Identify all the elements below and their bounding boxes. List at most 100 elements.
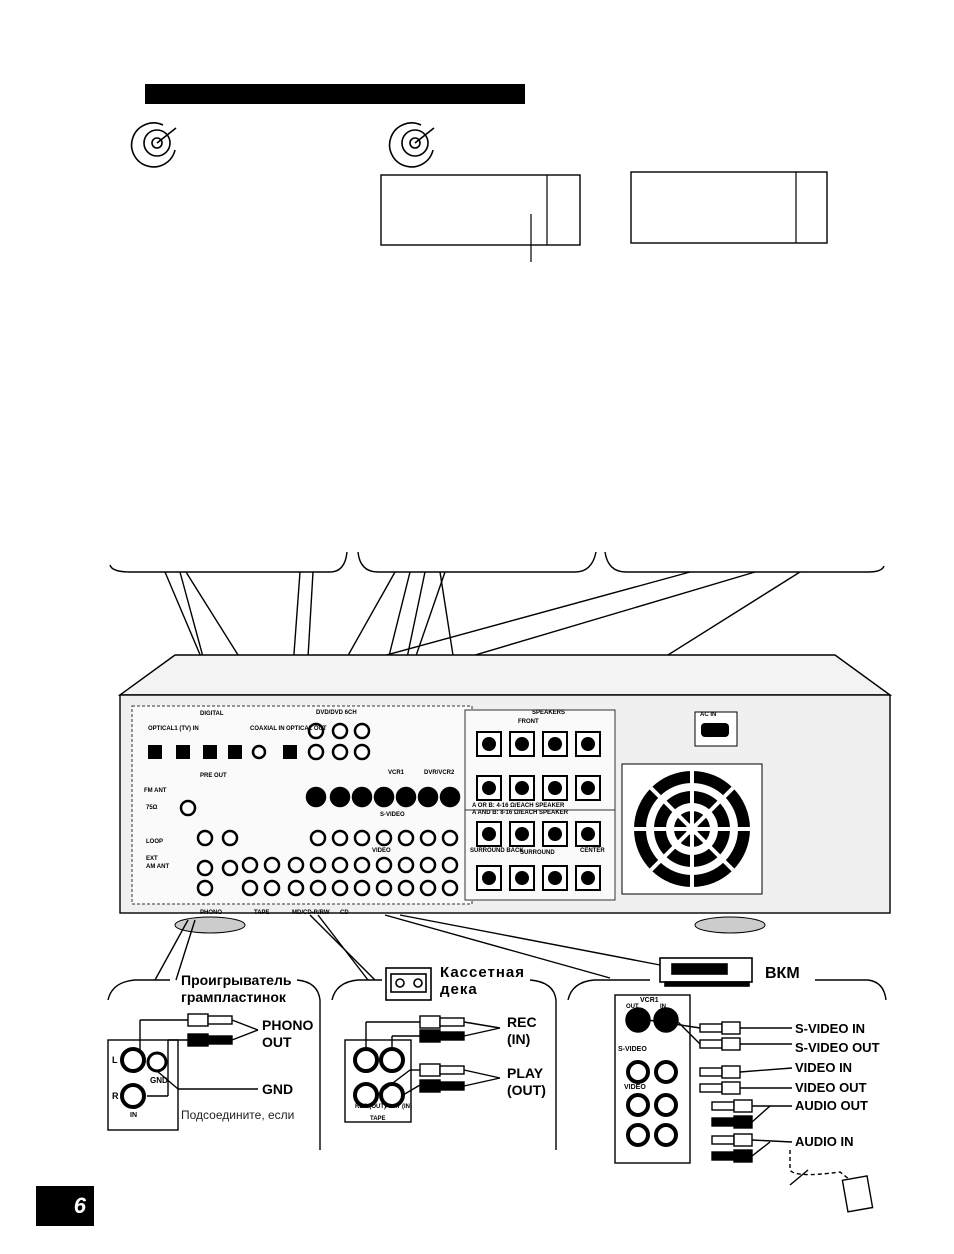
rca-jack [397,829,415,847]
audio-in-label: AUDIO IN [795,1134,854,1149]
rca-jack [397,856,415,874]
rca-jack [419,856,437,874]
label-vcr1: VCR1 [388,770,405,776]
rca-jack [331,879,349,897]
video-in-label: VIDEO IN [795,1060,853,1075]
label-cd: CD [340,910,349,916]
turntable-label: Проигрыватель грампластинок [181,972,292,1005]
speaker-terminal-knob [581,781,595,795]
rca-jack [287,879,305,897]
speaker-terminal-knob [581,737,595,751]
rca-jack [331,829,349,847]
rca-jack [373,786,395,808]
bottom-brace-lines [107,914,887,1150]
connect-note: Подсоедините, если [181,1108,295,1122]
rca-jack [375,829,393,847]
label-front-spk: FRONT [518,719,539,725]
tape-rec-out-small: REC (OUT) [355,1104,386,1110]
rca-jack [221,829,239,847]
vcr-video-small: VIDEO [624,1084,646,1091]
rca-jack [353,856,371,874]
rca-jack [307,743,325,761]
s-video-in-label: S-VIDEO IN [795,1021,866,1036]
label-phono: PHONO [200,910,223,916]
rca-jack [309,879,327,897]
speaker-terminal-knob [548,781,562,795]
label-md-cdr: MD/CD-R/RW [292,910,330,916]
label-ac-in: AC IN [700,712,717,718]
rca-jack [241,879,259,897]
rca-jack [263,879,281,897]
label-75ohm: 75Ω [146,805,158,811]
label-optical1: OPTICAL1 (TV) IN [148,726,199,732]
audio-out-label: AUDIO OUT [795,1098,868,1113]
rca-jack [241,856,259,874]
rca-jack [309,829,327,847]
rca-jack [353,743,371,761]
vcr-in-small: IN [660,1004,666,1010]
label-spk-note1: A OR B: 4-16 Ω/EACH SPEAKER [472,803,565,809]
cassette-label: Кассетная дека [440,964,526,998]
rca-jack [196,829,214,847]
speaker-terminal-knob [482,737,496,751]
rca-jack [419,879,437,897]
rca-jack [353,879,371,897]
label-surround-back: SURROUND BACK [470,848,524,854]
speaker-terminals [476,731,601,891]
speaker-terminal [542,731,568,757]
vcr1-small: VCR1 [640,997,659,1004]
rca-jack [329,786,351,808]
tape-jack-panel [344,1015,501,1123]
play-out-label: PLAY (OUT) [507,1065,546,1098]
rca-jack [307,722,325,740]
receiver-rear-panel [117,654,893,934]
rca-jack [417,786,439,808]
speaker-terminal [509,821,535,847]
phono-l: L [112,1055,118,1065]
rca-jacks [179,722,461,897]
rca-jack [331,722,349,740]
vcr-out-small: OUT [626,1004,639,1010]
rca-jack [221,859,239,877]
label-surround-spk: SURROUND [520,850,555,856]
rca-jack [441,879,459,897]
rca-jack [375,879,393,897]
rca-jack [441,829,459,847]
rca-jack [196,859,214,877]
label-ext: EXT [146,856,158,862]
speaker-terminal-knob [581,827,595,841]
label-dvr-vcr2: DVR/VCR2 [424,770,455,776]
vcr-icon [659,957,753,987]
phono-r: R [112,1091,119,1101]
rca-jack [179,799,197,817]
rca-jack [287,856,305,874]
label-pre-out: PRE OUT [200,773,227,779]
speaker-terminal [476,865,502,891]
vcr-s-video-small: S-VIDEO [618,1046,647,1053]
s-video-out-label: S-VIDEO OUT [795,1040,880,1055]
label-spk-note2: A AND B: 8-16 Ω/EACH SPEAKER [472,810,569,816]
rca-jack [419,829,437,847]
speaker-terminal-knob [482,827,496,841]
label-video: VIDEO [372,848,391,854]
label-fm-ant: FM ANT [144,788,167,794]
rca-jack [441,856,459,874]
tape-small: TAPE [370,1116,386,1122]
speaker-terminal-knob [548,827,562,841]
tape-play-in-small: PLAY (IN) [385,1104,413,1110]
rca-jack [375,856,393,874]
gnd-label: GND [262,1081,294,1097]
disc-icon [130,122,177,168]
phono-jack-panel [107,1013,259,1131]
label-dvd-6ch: DVD/DVD 6CH [316,710,357,716]
label-speakers: SPEAKERS [532,710,566,716]
section-title-bar [145,84,525,104]
rca-jack [353,829,371,847]
phono-in-small: IN [130,1112,137,1119]
rca-jack [305,786,327,808]
phono-gnd-small: GND [150,1076,168,1085]
speaker-terminal-knob [515,781,529,795]
rca-jack [397,879,415,897]
cassette-deck-icon [385,967,432,1001]
